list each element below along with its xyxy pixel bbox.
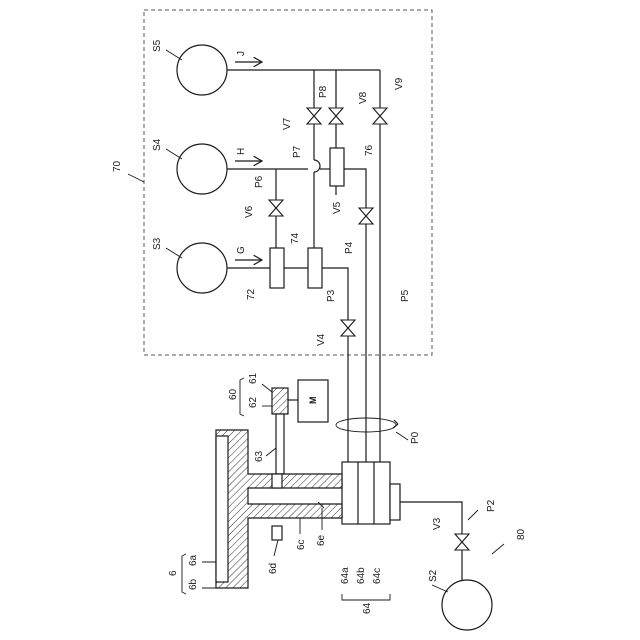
label-72: 72: [246, 288, 257, 300]
label-6b: 6b: [188, 578, 199, 590]
gas-source-s3: [177, 243, 227, 293]
leader-s3: [166, 248, 182, 258]
flow-controller-72: [270, 248, 284, 288]
brace-64: [342, 594, 390, 600]
label-j: J: [236, 51, 247, 56]
label-p3: P3: [326, 289, 337, 302]
label-62: 62: [248, 396, 259, 408]
flow-controller-74: [308, 248, 322, 288]
leader-p0: [396, 432, 408, 440]
label-61: 61: [248, 372, 259, 384]
label-v6: V6: [244, 205, 255, 218]
label-p8: P8: [318, 85, 329, 98]
leader-s4: [166, 149, 182, 159]
label-60: 60: [228, 388, 239, 400]
port-6d-top: [272, 474, 282, 488]
belt-63: [276, 414, 284, 474]
label-6c: 6c: [296, 539, 307, 550]
leader-80: [492, 544, 504, 554]
label-6: 6: [168, 570, 179, 576]
label-p4: P4: [344, 241, 355, 254]
valve-v4: [341, 320, 355, 336]
label-h: H: [236, 148, 247, 155]
leader-6d: [274, 540, 278, 556]
leader-6a-6b: [202, 562, 216, 588]
label-v9: V9: [394, 77, 405, 90]
gas-source-s5: [177, 45, 227, 95]
label-s4: S4: [152, 138, 163, 151]
pipe-p2: [400, 502, 462, 530]
label-p7: P7: [292, 145, 303, 158]
label-v4: V4: [316, 333, 327, 346]
gear-62: [272, 388, 288, 414]
pipe-p7-crossover: [314, 160, 320, 172]
label-63: 63: [254, 450, 265, 462]
valve-v8: [329, 108, 343, 124]
leader-63: [266, 448, 276, 456]
leader-70: [128, 174, 144, 182]
label-v7: V7: [282, 117, 293, 130]
label-64a: 64a: [340, 567, 351, 584]
label-p6: P6: [254, 175, 265, 188]
label-s5: S5: [152, 39, 163, 52]
leader-s5: [166, 50, 182, 60]
brace-6: [182, 554, 186, 594]
valve-v7: [307, 108, 321, 124]
gas-source-s2: [442, 580, 492, 630]
label-64c: 64c: [372, 568, 383, 584]
valve-v3: [455, 534, 469, 550]
leader-p2: [468, 510, 478, 520]
leader-61: [262, 384, 272, 392]
rotary-joint-stub: [390, 484, 400, 520]
valve-v6: [269, 200, 283, 216]
label-v8: V8: [358, 91, 369, 104]
label-76: 76: [364, 144, 375, 156]
gas-source-s4: [177, 144, 227, 194]
label-64: 64: [362, 602, 373, 614]
valve-v5: [359, 208, 373, 224]
label-p2: P2: [486, 499, 497, 512]
label-74: 74: [290, 232, 301, 244]
label-6e: 6e: [316, 534, 327, 546]
label-p5: P5: [400, 289, 411, 302]
label-70: 70: [112, 160, 123, 172]
label-s2: S2: [428, 569, 439, 582]
label-v3: V3: [432, 517, 443, 530]
label-v5: V5: [332, 201, 343, 214]
label-s3: S3: [152, 237, 163, 250]
label-64b: 64b: [356, 567, 367, 584]
port-6d: [272, 526, 282, 540]
label-80: 80: [516, 528, 527, 540]
shower-head-plate-6b: [216, 436, 228, 582]
label-motor: M: [308, 397, 318, 405]
leader-s2: [432, 585, 448, 592]
brace-60: [240, 378, 244, 416]
label-6a: 6a: [188, 554, 199, 566]
label-p0: P0: [410, 431, 421, 444]
rotary-joint-64: [342, 462, 390, 524]
valve-v9: [373, 108, 387, 124]
label-6d: 6d: [268, 563, 279, 574]
pipe-p6-to-v5: [344, 169, 366, 208]
flow-controller-76: [330, 148, 344, 186]
label-g: G: [236, 246, 247, 254]
